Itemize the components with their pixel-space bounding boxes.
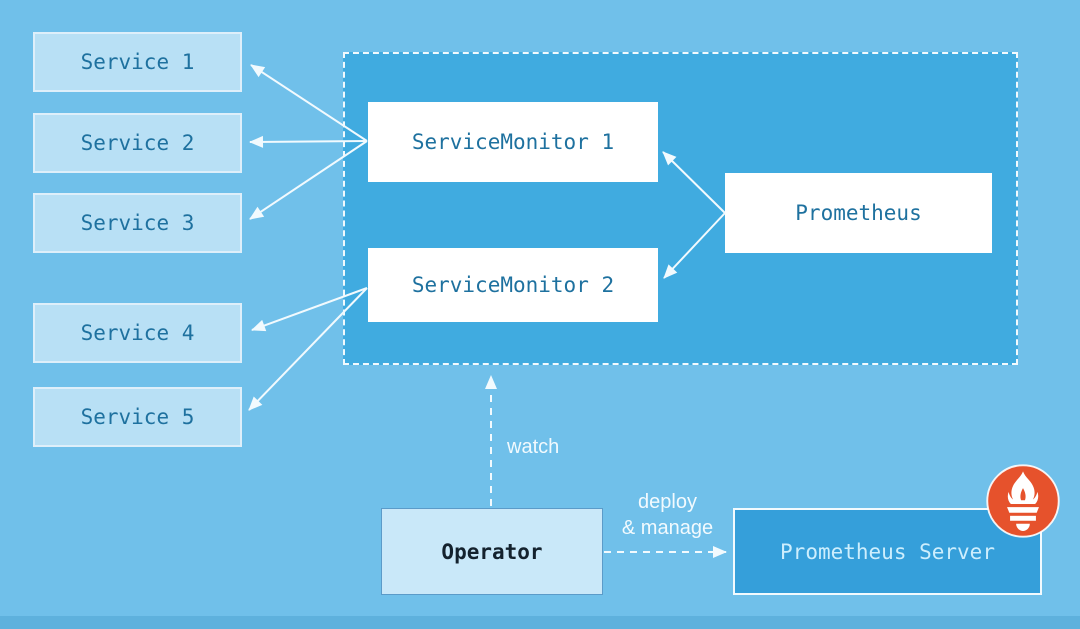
service-box-2: Service 2 — [33, 113, 242, 173]
deploy-label-line2: & manage — [621, 517, 714, 539]
watch-label: watch — [507, 436, 560, 458]
service-box-5: Service 5 — [33, 387, 242, 447]
service-5-label: Service 5 — [80, 405, 195, 429]
servicemonitor-2-label: ServiceMonitor 2 — [411, 273, 615, 297]
bottom-edge-strip — [0, 616, 1080, 629]
prometheus-server-box: Prometheus Server — [733, 508, 1042, 595]
service-box-4: Service 4 — [33, 303, 242, 363]
prometheus-label: Prometheus — [795, 201, 922, 225]
service-1-label: Service 1 — [80, 50, 195, 74]
service-4-label: Service 4 — [80, 321, 195, 345]
deploy-manage-label: deploy & manage — [600, 489, 735, 541]
service-3-label: Service 3 — [80, 211, 195, 235]
service-2-label: Service 2 — [80, 131, 195, 155]
service-box-1: Service 1 — [33, 32, 242, 92]
operator-label: Operator — [441, 539, 543, 564]
prometheus-flame-icon — [985, 463, 1061, 539]
prometheus-server-label: Prometheus Server — [780, 539, 995, 564]
prometheus-box: Prometheus — [725, 173, 992, 253]
servicemonitor-1-box: ServiceMonitor 1 — [368, 102, 658, 182]
operator-box: Operator — [381, 508, 603, 595]
servicemonitor-1-label: ServiceMonitor 1 — [411, 130, 615, 154]
servicemonitor-2-box: ServiceMonitor 2 — [368, 248, 658, 322]
deploy-label-line1: deploy — [638, 491, 697, 513]
service-box-3: Service 3 — [33, 193, 242, 253]
